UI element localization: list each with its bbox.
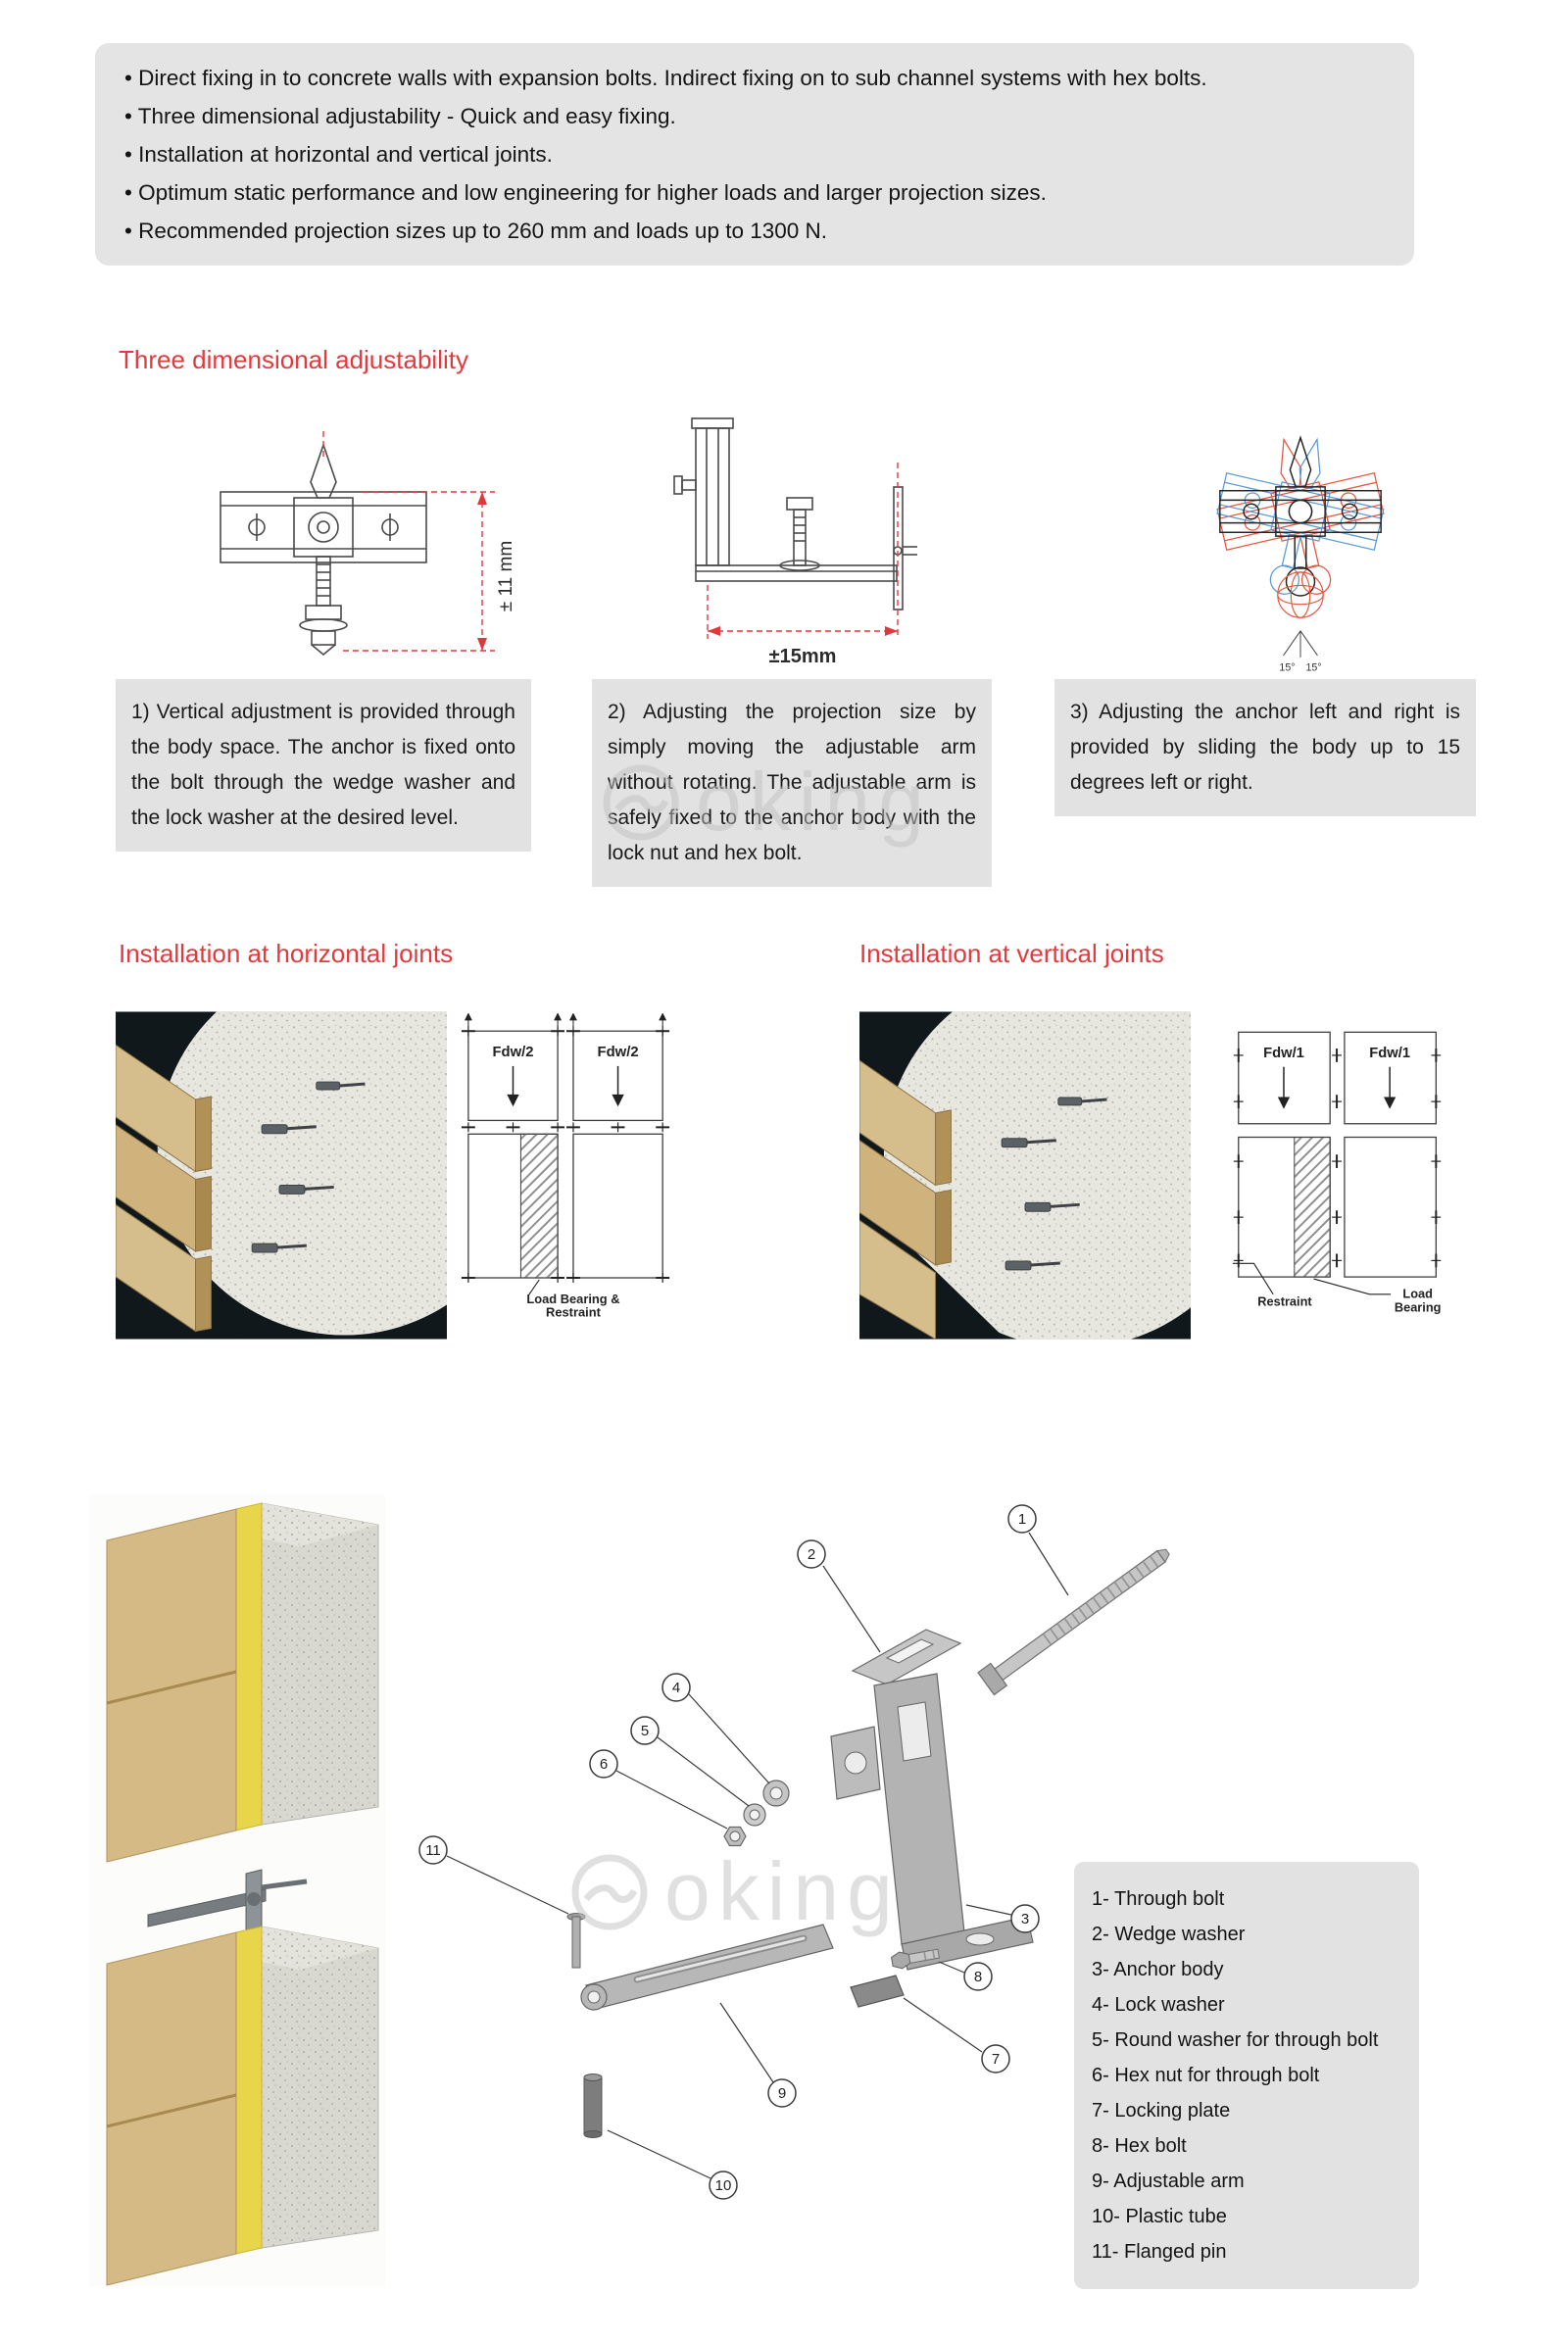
parts-list-item: 7- Locking plate — [1092, 2100, 1231, 2122]
locking-plate — [850, 1975, 905, 2008]
dimension-arrows — [708, 626, 898, 636]
dimension-label: ± 11 mm — [496, 541, 516, 611]
svg-text:6: 6 — [600, 1756, 608, 1773]
vertical-adjustment-diagram: ± 11 mm — [220, 431, 516, 657]
part-callout: 5 — [630, 1716, 660, 1745]
projection-adjustment-diagram: ±15mm — [673, 417, 917, 667]
load-bearing-caption: Load — [1402, 1287, 1433, 1301]
parts-list-item: 4- Lock washer — [1092, 1994, 1225, 2016]
exploded-view-diagram: 1 2 3 4 5 6 7 8 9 10 11 — [418, 1504, 1170, 2200]
parts-list-item: 6- Hex nut for through bolt — [1092, 2065, 1320, 2086]
parts-list-item: 11- Flanged pin — [1092, 2241, 1227, 2263]
load-label: Fdw/2 — [492, 1045, 533, 1060]
parts-list-item: 5- Round washer for through bolt — [1092, 2029, 1379, 2051]
upper-stone-block — [106, 1502, 379, 1863]
part-callout: 1 — [1007, 1504, 1037, 1534]
svg-text:7: 7 — [992, 2051, 1000, 2068]
horizontal-joints-diagram: Fdw/2 Fdw/2 Load Bearing & Restraint — [460, 1013, 671, 1320]
restraint-caption: Restraint — [1257, 1294, 1312, 1309]
rotation-adjustment-diagram: 15° 15° — [1201, 420, 1399, 673]
angle-label: 15° — [1279, 661, 1295, 673]
parts-list-item: 3- Anchor body — [1092, 1959, 1224, 1980]
part-callout: 2 — [797, 1539, 826, 1569]
svg-text:2: 2 — [808, 1546, 815, 1563]
load-bearing-caption: Bearing — [1395, 1300, 1442, 1315]
parts-list-item: 9- Adjustable arm — [1092, 2171, 1245, 2192]
parts-list-item: 8- Hex bolt — [1092, 2135, 1187, 2157]
svg-text:3: 3 — [1021, 1911, 1029, 1927]
horizontal-joints-title: Installation at horizontal joints — [119, 939, 454, 968]
svg-text:9: 9 — [778, 2085, 786, 2102]
load-bearing-caption: Load Bearing & — [526, 1292, 619, 1306]
anchor-installation-photo — [89, 1495, 385, 2287]
part-callout: 11 — [418, 1835, 448, 1865]
parts-list-item: 2- Wedge washer — [1092, 1924, 1246, 1945]
round-washer — [743, 1803, 766, 1827]
vertical-joints-diagram: Fdw/1 Fdw/1 Restraint Load Bearing — [1232, 1031, 1443, 1315]
part-callout: 4 — [662, 1673, 691, 1702]
load-label: Fdw/1 — [1369, 1046, 1410, 1061]
feature-bullet: • Three dimensional adjustability - Quic… — [124, 104, 676, 128]
lower-stone-block — [106, 1926, 379, 2286]
part-callout: 9 — [767, 2078, 797, 2108]
feature-bullet: • Direct fixing in to concrete walls wit… — [124, 66, 1207, 90]
feature-bullet: • Recommended projection sizes up to 260… — [124, 219, 828, 243]
vertical-joints-title: Installation at vertical joints — [859, 939, 1164, 968]
parts-list-box: 1- Through bolt 2- Wedge washer 3- Ancho… — [1074, 1862, 1419, 2289]
installation-photo-vertical — [859, 1011, 1191, 1340]
through-bolt — [977, 1548, 1170, 1696]
adjustment-note: 3) Adjusting the anchor left and right i… — [1054, 679, 1476, 816]
load-label: Fdw/1 — [1263, 1046, 1304, 1061]
part-callout: 10 — [709, 2171, 738, 2200]
svg-text:8: 8 — [974, 1969, 982, 1985]
wedge-washer — [851, 1629, 962, 1685]
svg-text:1: 1 — [1018, 1511, 1026, 1528]
anchor-body — [830, 1673, 1034, 1971]
plastic-tube — [583, 2074, 603, 2138]
svg-text:10: 10 — [715, 2177, 732, 2194]
load-bearing-caption: Restraint — [546, 1305, 602, 1320]
svg-text:11: 11 — [425, 1842, 441, 1859]
installation-photo-horizontal — [116, 1011, 447, 1340]
features-box: • Direct fixing in to concrete walls wit… — [95, 43, 1414, 266]
lock-washer — [762, 1780, 790, 1807]
svg-text:5: 5 — [641, 1723, 649, 1739]
feature-bullet: • Optimum static performance and low eng… — [124, 180, 1047, 205]
parts-list-item: 1- Through bolt — [1092, 1888, 1225, 1910]
parts-list-item: 10- Plastic tube — [1092, 2206, 1227, 2227]
adjustment-note: 2) Adjusting the projection size by simp… — [592, 679, 992, 887]
hex-nut — [723, 1826, 747, 1847]
ball-joint — [1277, 571, 1324, 618]
adjustment-note: 1) Vertical adjustment is provided throu… — [116, 679, 531, 852]
callout-leaders — [446, 1532, 1069, 2179]
part-callout: 8 — [963, 1962, 993, 1991]
feature-bullet: • Installation at horizontal and vertica… — [124, 142, 553, 167]
part-callout: 7 — [981, 2044, 1010, 2074]
dimension-arrows — [477, 492, 487, 651]
adjustable-arm — [580, 1924, 834, 2011]
section-title-adjustability: Three dimensional adjustability — [119, 345, 468, 374]
hex-bolt — [891, 1948, 941, 1970]
load-label: Fdw/2 — [598, 1045, 639, 1060]
svg-text:4: 4 — [672, 1680, 680, 1696]
dimension-label: ±15mm — [769, 646, 837, 667]
part-callout: 6 — [589, 1749, 618, 1779]
angle-label: 15° — [1305, 661, 1321, 673]
part-callout: 3 — [1010, 1904, 1040, 1933]
flanged-pin — [566, 1913, 586, 1969]
